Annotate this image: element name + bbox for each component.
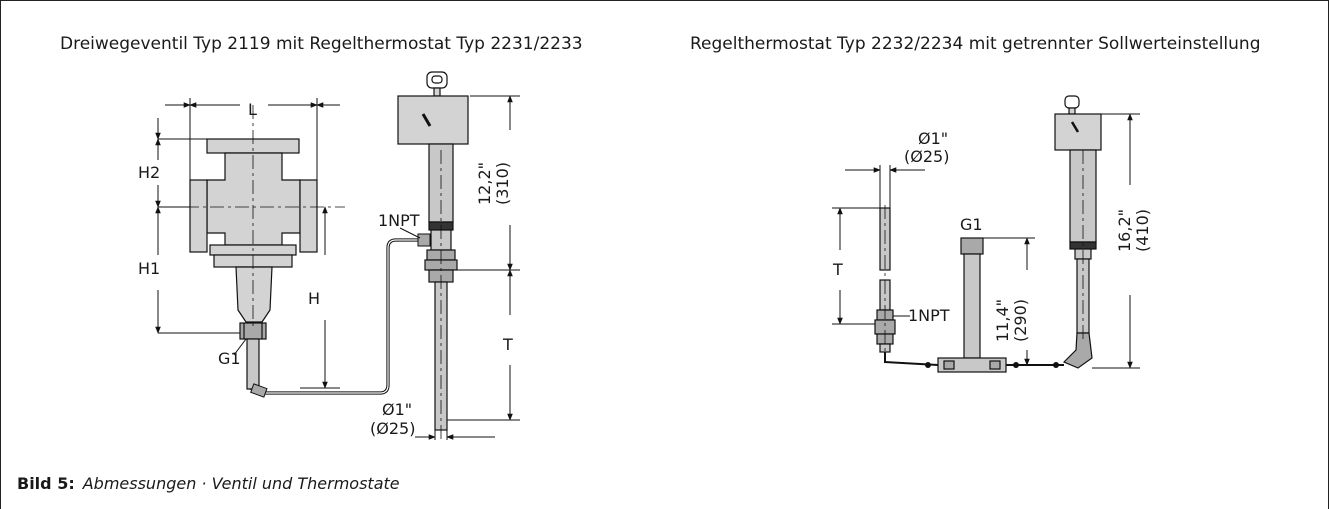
caption-text: Abmessungen · Ventil und Thermostate [82, 474, 400, 493]
length-inch-label: 12,2" [475, 162, 494, 205]
left-thermostat [397, 71, 469, 431]
right-g1-label: G1 [960, 215, 983, 234]
right-1npt-label: 1NPT [908, 306, 950, 325]
left-dimensions [155, 95, 520, 440]
dim-h1-label: H1 [138, 259, 160, 278]
diameter-inch-label: Ø1" [382, 400, 412, 419]
mid-length-inch-label: 11,4" [993, 299, 1012, 342]
dim-t-label: T [502, 335, 513, 354]
diameter-mm-label: (Ø25) [370, 419, 415, 438]
left-figure-title: Dreiwegeventil Typ 2119 mit Regelthermos… [60, 34, 583, 54]
mid-length-mm-label: (290) [1011, 299, 1030, 342]
1npt-label: 1NPT [378, 211, 420, 230]
length-mm-label: (310) [493, 162, 512, 205]
right-dimensions [832, 113, 1140, 369]
setpoint-adjuster [937, 237, 1007, 373]
total-length-mm-label: (410) [1133, 209, 1152, 252]
dim-l-label: L [248, 100, 257, 119]
three-way-valve [189, 138, 318, 394]
right-diameter-inch-label: Ø1" [918, 129, 948, 148]
right-thermostat [1054, 95, 1102, 369]
valve-center-lines [160, 105, 345, 330]
right-figure-title: Regelthermostat Typ 2232/2234 mit getren… [690, 34, 1261, 54]
caption-label: Bild 5: [17, 474, 75, 493]
dim-h2-label: H2 [138, 163, 160, 182]
figure-caption: Bild 5: Abmessungen · Ventil und Thermost… [17, 474, 400, 493]
g1-label: G1 [218, 349, 241, 368]
total-length-inch-label: 16,2" [1115, 209, 1134, 252]
right-dim-t-label: T [832, 260, 843, 279]
dim-h-label: H [308, 289, 320, 308]
right-diameter-mm-label: (Ø25) [904, 147, 949, 166]
right-center-lines [884, 150, 1084, 355]
